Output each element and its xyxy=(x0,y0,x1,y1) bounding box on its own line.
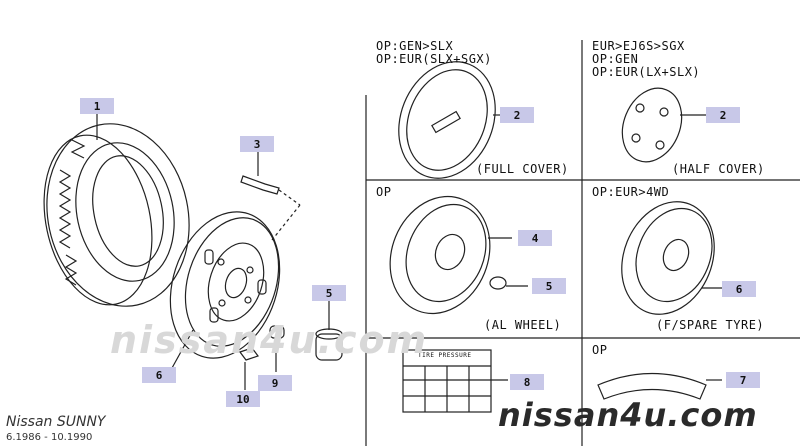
nut-illustration xyxy=(315,300,343,361)
watermark: nissan4u.com xyxy=(110,318,429,362)
site-logo[interactable]: nissan4u.com xyxy=(498,396,758,434)
placard-header: TIRE PRESSURE xyxy=(418,352,472,359)
label-spare-tyre: (F/SPARE TYRE) xyxy=(656,318,765,332)
part-number-6-spare-tyre[interactable]: 6 xyxy=(722,281,756,297)
part-number-4[interactable]: 4 xyxy=(518,230,552,246)
part-number-8[interactable]: 8 xyxy=(510,374,544,390)
part-number-9[interactable]: 9 xyxy=(258,375,292,391)
part-number-10[interactable]: 10 xyxy=(226,391,260,407)
part-number-2-full-cover[interactable]: 2 xyxy=(500,107,534,123)
part-number-5-al-nut[interactable]: 5 xyxy=(532,278,566,294)
valve-illustration xyxy=(240,175,301,241)
note-tread: OP xyxy=(592,343,608,357)
tire-illustration xyxy=(43,123,190,307)
half-cover-illustration xyxy=(621,87,706,163)
part-number-6-steel-wheel[interactable]: 6 xyxy=(142,367,176,383)
al-wheel-illustration xyxy=(389,195,528,315)
part-number-1[interactable]: 1 xyxy=(80,98,114,114)
label-half-cover: (HALF COVER) xyxy=(672,162,765,176)
label-full-cover: (FULL COVER) xyxy=(476,162,569,176)
tread-label-illustration xyxy=(597,372,722,400)
weight-illustration xyxy=(269,325,285,372)
leader-part-6 xyxy=(171,329,194,369)
part-number-5-nut[interactable]: 5 xyxy=(312,285,346,301)
model-name: Nissan SUNNY xyxy=(6,414,106,430)
label-al-wheel: (AL WHEEL) xyxy=(484,318,562,332)
part-number-3[interactable]: 3 xyxy=(240,136,274,152)
full-cover-illustration xyxy=(398,61,506,179)
note-spare-tyre: OP:EUR>4WD xyxy=(592,185,670,199)
note-full-cover: OP:GEN>SLX OP:EUR(SLX+SGX) xyxy=(376,39,492,66)
tire-placard-illustration xyxy=(402,349,508,413)
steel-wheel-illustration xyxy=(169,211,281,359)
note-half-cover: EUR>EJ6S>SGX OP:GEN OP:EUR(LX+SLX) xyxy=(592,39,701,79)
production-period: 6.1986 - 10.1990 xyxy=(6,432,93,443)
part-number-7[interactable]: 7 xyxy=(726,372,760,388)
part-number-2-half-cover[interactable]: 2 xyxy=(706,107,740,123)
spare-wheel-illustration xyxy=(621,201,724,315)
note-al-wheel: OP xyxy=(376,185,392,199)
weight-clip-illustration xyxy=(239,347,259,390)
